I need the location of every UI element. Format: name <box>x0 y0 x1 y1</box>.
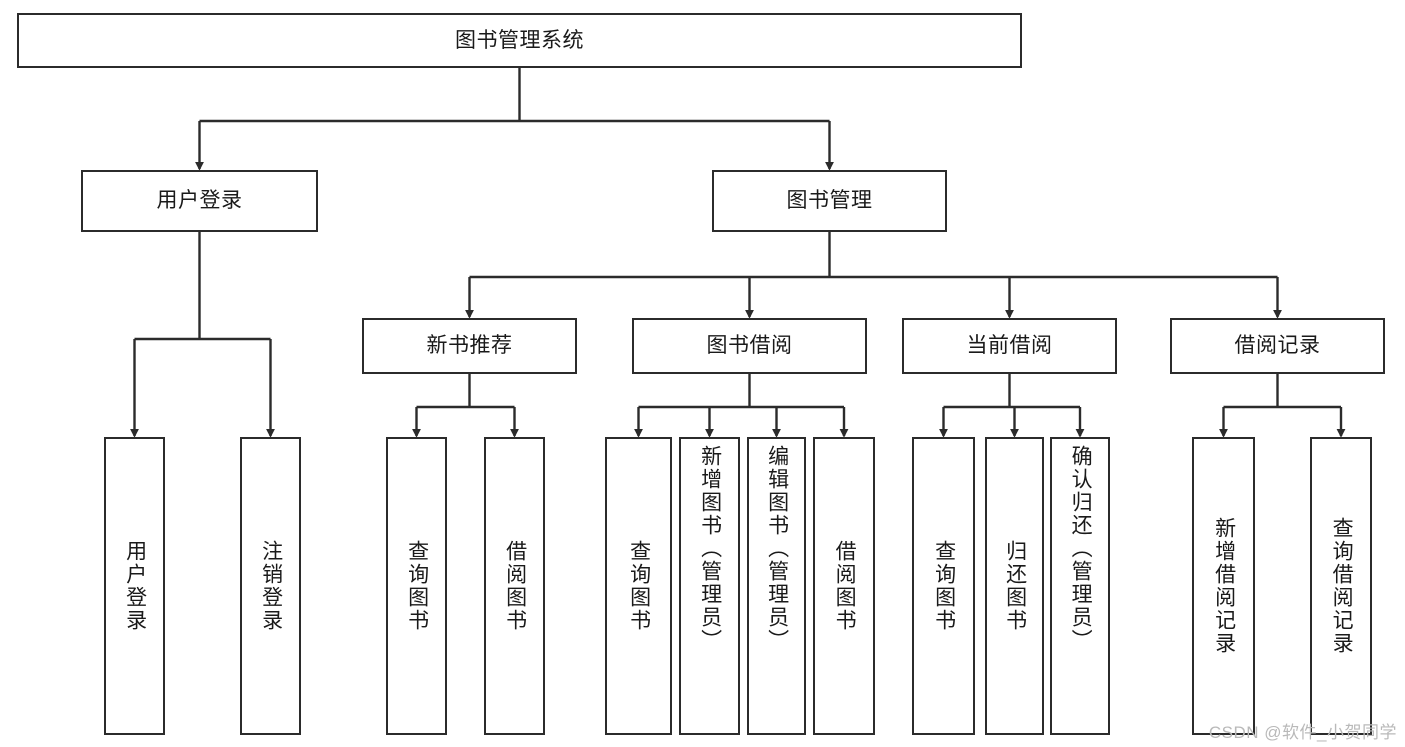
csdn-watermark: CSDN @软件_小贺同学 <box>1208 723 1397 742</box>
node-leaf-user-login[interactable]: 用户登录 <box>104 437 165 735</box>
node-leaf-add-book-admin[interactable]: 新增图书（管理员） <box>679 437 740 735</box>
node-leaf-query-book-cur[interactable]: 查询图书 <box>912 437 975 735</box>
node-leaf-borrow-book-rec[interactable]: 借阅图书 <box>484 437 545 735</box>
node-label: 确认归还（管理员） <box>1069 445 1093 652</box>
node-label: 用户登录 <box>156 189 243 213</box>
node-leaf-edit-book-admin[interactable]: 编辑图书（管理员） <box>747 437 806 735</box>
node-label: 编辑图书（管理员） <box>765 445 789 652</box>
node-label: 查询图书 <box>932 540 956 632</box>
node-label: 新书推荐 <box>426 334 513 358</box>
node-label: 注销登录 <box>259 540 283 632</box>
node-leaf-query-borrow-record[interactable]: 查询借阅记录 <box>1310 437 1372 735</box>
node-label: 用户登录 <box>123 540 147 632</box>
node-book-borrow[interactable]: 图书借阅 <box>632 318 867 374</box>
node-borrow-record[interactable]: 借阅记录 <box>1170 318 1385 374</box>
node-label: 查询图书 <box>627 540 651 632</box>
node-leaf-logout[interactable]: 注销登录 <box>240 437 301 735</box>
node-book-manage[interactable]: 图书管理 <box>712 170 947 232</box>
node-label: 借阅图书 <box>833 540 857 632</box>
node-root-system[interactable]: 图书管理系统 <box>17 13 1022 68</box>
node-current-borrow[interactable]: 当前借阅 <box>902 318 1117 374</box>
node-leaf-add-borrow-record[interactable]: 新增借阅记录 <box>1192 437 1255 735</box>
node-leaf-query-book[interactable]: 查询图书 <box>605 437 672 735</box>
node-new-book-recommend[interactable]: 新书推荐 <box>362 318 577 374</box>
node-label: 图书管理系统 <box>455 28 584 52</box>
node-leaf-query-book-rec[interactable]: 查询图书 <box>386 437 447 735</box>
node-label: 借阅记录 <box>1234 334 1321 358</box>
node-label: 当前借阅 <box>966 334 1053 358</box>
node-label: 图书借阅 <box>706 334 793 358</box>
node-label: 图书管理 <box>786 189 873 213</box>
node-leaf-confirm-return-admin[interactable]: 确认归还（管理员） <box>1050 437 1110 735</box>
node-label: 查询借阅记录 <box>1330 517 1354 655</box>
node-leaf-borrow-book[interactable]: 借阅图书 <box>813 437 875 735</box>
node-leaf-return-book[interactable]: 归还图书 <box>985 437 1044 735</box>
node-label: 新增图书（管理员） <box>698 445 722 652</box>
node-label: 借阅图书 <box>503 540 527 632</box>
node-user-login[interactable]: 用户登录 <box>81 170 318 232</box>
node-label: 新增借阅记录 <box>1212 517 1236 655</box>
node-label: 归还图书 <box>1003 540 1027 632</box>
node-label: 查询图书 <box>405 540 429 632</box>
